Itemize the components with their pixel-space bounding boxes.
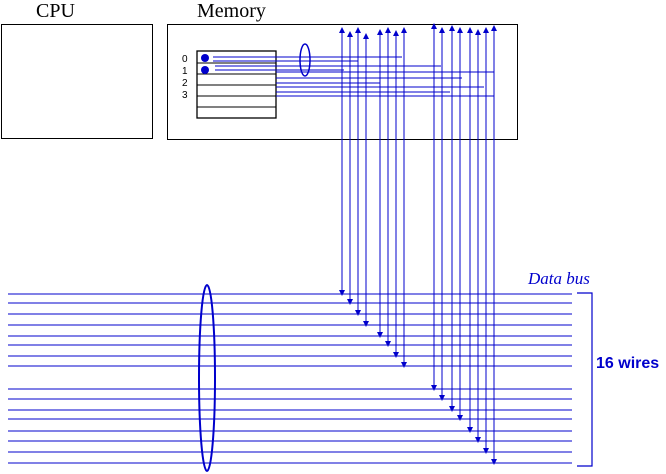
cpu-box [1, 24, 153, 139]
memory-title: Memory [197, 0, 266, 22]
bit-dot-row-1 [201, 66, 209, 74]
data-bus-label: Data bus [527, 269, 590, 288]
memory-output-bundle-ellipse [299, 43, 311, 77]
wire-count-label: 16 wires [596, 355, 659, 372]
data-bus-lines [8, 293, 572, 464]
row-label-0: 0 [182, 54, 188, 65]
vertical-wires-left [339, 27, 407, 368]
memory-array [196, 50, 277, 119]
bus-bundle-ellipse [198, 284, 216, 472]
cpu-title: CPU [36, 0, 75, 22]
row-label-1: 1 [182, 66, 188, 77]
bus-bracket [577, 292, 593, 467]
vertical-wires-right [431, 23, 497, 465]
row-label-3: 3 [182, 90, 188, 101]
bit-dot-row-0 [201, 54, 209, 62]
row-label-2: 2 [182, 78, 188, 89]
